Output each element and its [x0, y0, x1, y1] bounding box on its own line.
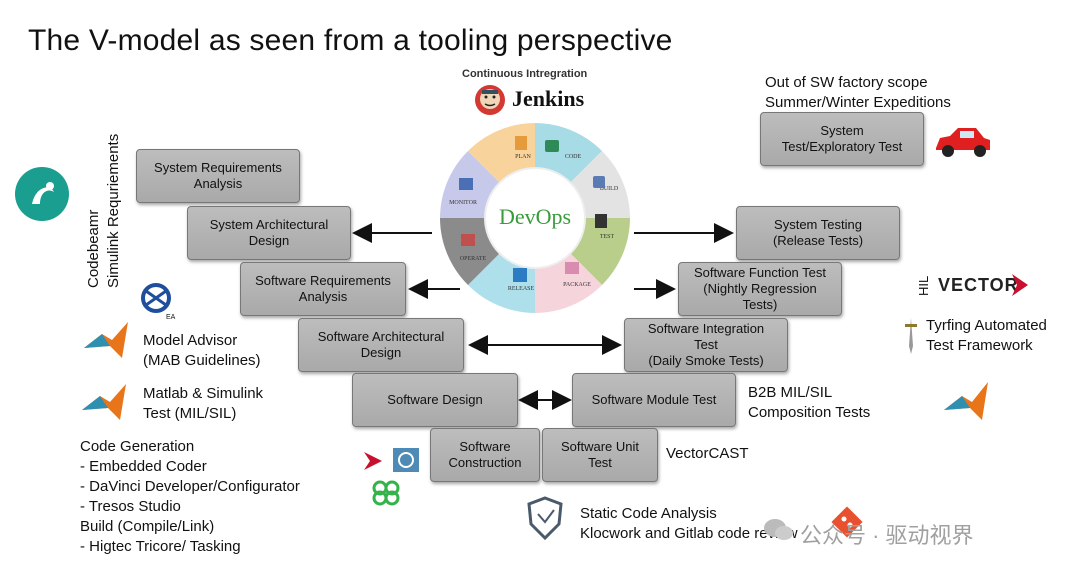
wechat-icon — [764, 519, 793, 540]
segment-operate: OPERATE — [460, 256, 487, 262]
monitor-icon — [459, 178, 473, 190]
box-software-unit-test: Software Unit Test — [542, 428, 658, 482]
code-icon — [545, 140, 559, 152]
page-title: The V-model as seen from a tooling persp… — [28, 24, 673, 57]
note-model-advisor: Model Advisor (MAB Guidelines) — [143, 332, 261, 369]
devops-center-label: DevOps — [499, 204, 571, 229]
klocwork-shield-icon — [527, 496, 563, 540]
note-out-of-scope: Out of SW factory scope Summer/Winter Ex… — [765, 74, 951, 111]
box-software-design: Software Design — [352, 373, 518, 427]
release-icon — [513, 268, 527, 282]
tresos-logo-icon — [393, 448, 419, 472]
segment-test: TEST — [600, 234, 615, 240]
tyrfing-sword-icon — [905, 318, 917, 354]
vector-chevron-icon — [364, 452, 382, 470]
jenkins-label: Jenkins — [512, 86, 585, 111]
box-software-integration-test: Software Integration Test (Daily Smoke T… — [624, 318, 788, 372]
box-software-module-test: Software Module Test — [572, 373, 736, 427]
box-software-requirements-analysis: Software Requirements Analysis — [240, 262, 406, 316]
enterprise-architect-logo-icon — [141, 283, 171, 313]
build-icon — [593, 176, 605, 188]
package-icon — [565, 262, 579, 274]
vector-brand-label: VECTOR — [938, 275, 1019, 295]
devops-wheel: DevOps PLAN CODE BUILD TEST PACKAGE RELE… — [440, 123, 630, 313]
plan-icon — [515, 136, 527, 150]
note-tyrfing: Tyrfing Automated Test Framework — [926, 317, 1047, 354]
ea-label: EA — [166, 314, 176, 321]
box-software-architectural-design: Software Architectural Design — [298, 318, 464, 372]
git-logo-icon — [831, 506, 863, 538]
segment-monitor: MONITOR — [449, 200, 477, 206]
car-icon — [936, 128, 990, 157]
code-generator-logo-icon — [372, 480, 400, 506]
hil-label: HIL — [916, 275, 931, 296]
segment-release: RELEASE — [508, 286, 535, 292]
note-b2b-tests: B2B MIL/SIL Composition Tests — [748, 384, 871, 421]
matlab-right-icon — [944, 382, 988, 420]
note-vectorcast: VectorCAST — [666, 445, 749, 462]
vector-logo-chevron-icon — [1012, 274, 1028, 296]
matlab-simulink-icon — [82, 384, 126, 420]
segment-build: BUILD — [600, 186, 619, 192]
ci-label: Continuous Intregration — [462, 68, 588, 80]
box-software-construction: Software Construction — [430, 428, 540, 482]
test-icon — [595, 214, 607, 228]
operate-icon — [461, 234, 475, 246]
vertical-requirements-label: Codebeamr Simulink Requriements — [85, 133, 122, 288]
box-system-testing: System Testing (Release Tests) — [736, 206, 900, 260]
box-system-requirements-analysis: System Requirements Analysis — [136, 149, 300, 203]
segment-package: PACKAGE — [563, 282, 591, 288]
note-matlab-simulink-test: Matlab & Simulink Test (MIL/SIL) — [143, 385, 264, 422]
jenkins-logo-icon — [475, 85, 505, 115]
box-system-test-exploratory: System Test/Exploratory Test — [760, 112, 924, 166]
box-system-architectural-design: System Architectural Design — [187, 206, 351, 260]
codebeamer-logo-icon — [15, 167, 69, 221]
matlab-model-advisor-icon — [84, 322, 128, 358]
note-code-generation: Code Generation - Embedded Coder - DaVin… — [80, 438, 300, 555]
segment-code: CODE — [565, 154, 582, 160]
box-software-function-test: Software Function Test (Nightly Regressi… — [678, 262, 842, 316]
segment-plan: PLAN — [515, 154, 531, 160]
watermark: 公众号 · 驱动视界 — [800, 523, 974, 548]
